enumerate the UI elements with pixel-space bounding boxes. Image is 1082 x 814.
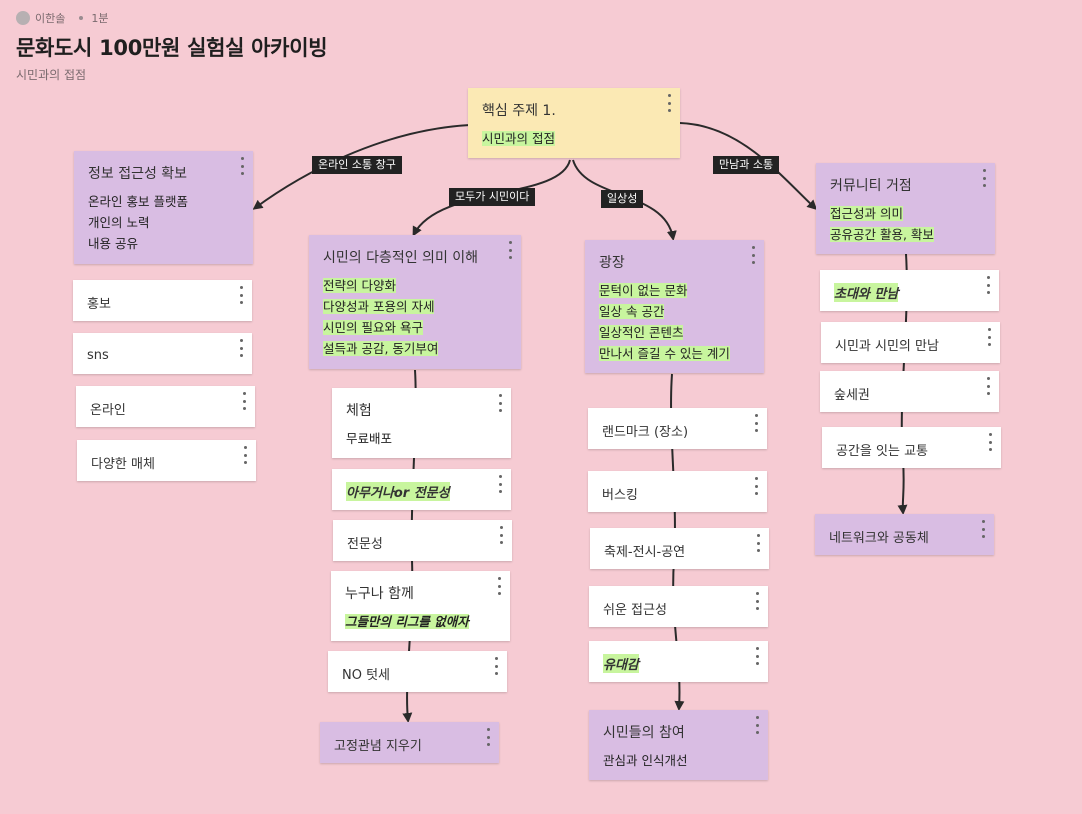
more-menu-icon[interactable] [979, 169, 989, 187]
card-plaza[interactable]: 광장 문턱이 없는 문화 일상 속 공간 일상적인 콘텐츠 만나서 즐길 수 있… [585, 240, 764, 373]
more-menu-icon[interactable] [483, 728, 493, 746]
card-community-hub[interactable]: 커뮤니티 거점 접근성과 의미 공유공간 활용, 확보 [816, 163, 995, 254]
card-title: 공간을 잇는 교통 [836, 439, 973, 460]
card-item: 문턱이 없는 문화 [599, 283, 687, 298]
more-menu-icon[interactable] [664, 94, 674, 112]
card-title: 온라인 [90, 398, 227, 419]
edge-label-meeting: 만남과 소통 [713, 156, 779, 174]
card-network[interactable]: 네트워크와 공동체 [815, 514, 994, 555]
card-title: 전문성 [347, 532, 484, 553]
card-info-access[interactable]: 정보 접근성 확보 온라인 홍보 플랫폼 개인의 노력 내용 공유 [74, 151, 253, 264]
card-title: 시민들의 참여 [603, 722, 740, 742]
card-item: 만나서 즐길 수 있는 계기 [599, 346, 730, 361]
edge-label-daily: 일상성 [601, 190, 643, 208]
card-title: 숲세권 [834, 383, 971, 404]
card-title: 홍보 [87, 292, 224, 313]
more-menu-icon[interactable] [494, 577, 504, 595]
card-diverse-meaning[interactable]: 시민의 다층적인 의미 이해 전략의 다양화 다양성과 포용의 자세 시민의 필… [309, 235, 521, 369]
card-title: sns [87, 345, 224, 366]
card-title: 체험 [346, 400, 483, 420]
card-title: 다양한 매체 [91, 452, 228, 473]
card-title: 초대와 만남 [834, 283, 898, 302]
card-item: 일상 속 공간 [599, 304, 664, 319]
card-online[interactable]: 온라인 [76, 386, 255, 427]
card-together[interactable]: 누구나 함께 그들만의 리그를 없애자 [331, 571, 510, 641]
card-title: 유대감 [603, 654, 639, 673]
card-title: 핵심 주제 1. [482, 100, 652, 120]
card-item: 시민의 필요와 욕구 [323, 320, 423, 335]
card-transport[interactable]: 공간을 잇는 교통 [822, 427, 1001, 468]
card-item: 관심과 인식개선 [603, 750, 740, 771]
card-title: 광장 [599, 252, 736, 272]
card-experience[interactable]: 체험 무료배포 [332, 388, 511, 458]
card-title: 정보 접근성 확보 [88, 163, 225, 183]
card-promo[interactable]: 홍보 [73, 280, 252, 321]
more-menu-icon[interactable] [239, 392, 249, 410]
card-core-topic[interactable]: 핵심 주제 1. 시민과의 접점 [468, 88, 680, 158]
more-menu-icon[interactable] [978, 520, 988, 538]
card-busking[interactable]: 버스킹 [588, 471, 767, 512]
more-menu-icon[interactable] [751, 477, 761, 495]
card-title: 고정관념 지우기 [334, 734, 471, 755]
edge-label-everyone: 모두가 시민이다 [449, 188, 535, 206]
more-menu-icon[interactable] [983, 276, 993, 294]
more-menu-icon[interactable] [237, 157, 247, 175]
card-item: 시민과의 접점 [482, 131, 555, 146]
card-item: 그들만의 리그를 없애자 [345, 614, 469, 629]
card-participation[interactable]: 시민들의 참여 관심과 인식개선 [589, 710, 768, 780]
card-title: 누구나 함께 [345, 583, 482, 603]
card-title: 랜드마크 (장소) [602, 420, 739, 441]
more-menu-icon[interactable] [491, 657, 501, 675]
card-item: 개인의 노력 [88, 212, 225, 233]
card-citizen-meet[interactable]: 시민과 시민의 만남 [821, 322, 1000, 363]
card-title: NO 텃세 [342, 663, 479, 684]
card-title: 시민의 다층적인 의미 이해 [323, 247, 493, 267]
more-menu-icon[interactable] [752, 716, 762, 734]
more-menu-icon[interactable] [236, 286, 246, 304]
more-menu-icon[interactable] [985, 433, 995, 451]
card-title: 쉬운 접근성 [603, 598, 740, 619]
card-anyone-expert[interactable]: 아무거나or 전문성 [332, 469, 511, 510]
card-landmark[interactable]: 랜드마크 (장소) [588, 408, 767, 449]
card-item: 설득과 공감, 동기부여 [323, 341, 438, 356]
card-item: 일상적인 콘텐츠 [599, 325, 683, 340]
card-item: 접근성과 의미 [830, 206, 903, 221]
card-title: 축제-전시-공연 [604, 540, 741, 561]
card-title: 커뮤니티 거점 [830, 175, 967, 195]
more-menu-icon[interactable] [505, 241, 515, 259]
card-item: 다양성과 포용의 자세 [323, 299, 434, 314]
card-item: 전략의 다양화 [323, 278, 396, 293]
card-title: 시민과 시민의 만남 [835, 334, 972, 355]
card-title: 네트워크와 공동체 [829, 526, 966, 547]
card-forest-area[interactable]: 숲세권 [820, 371, 999, 412]
more-menu-icon[interactable] [752, 592, 762, 610]
card-invite[interactable]: 초대와 만남 [820, 270, 999, 311]
more-menu-icon[interactable] [496, 526, 506, 544]
card-item: 무료배포 [346, 428, 483, 449]
more-menu-icon[interactable] [495, 394, 505, 412]
more-menu-icon[interactable] [495, 475, 505, 493]
card-item: 온라인 홍보 플랫폼 [88, 191, 225, 212]
more-menu-icon[interactable] [752, 647, 762, 665]
card-solidarity[interactable]: 유대감 [589, 641, 768, 682]
card-item: 내용 공유 [88, 233, 225, 254]
more-menu-icon[interactable] [984, 328, 994, 346]
more-menu-icon[interactable] [748, 246, 758, 264]
more-menu-icon[interactable] [751, 414, 761, 432]
more-menu-icon[interactable] [753, 534, 763, 552]
card-festival[interactable]: 축제-전시-공연 [590, 528, 769, 569]
card-item: 공유공간 활용, 확보 [830, 227, 934, 242]
more-menu-icon[interactable] [983, 377, 993, 395]
more-menu-icon[interactable] [240, 446, 250, 464]
card-sns[interactable]: sns [73, 333, 252, 374]
card-easy-access[interactable]: 쉬운 접근성 [589, 586, 768, 627]
more-menu-icon[interactable] [236, 339, 246, 357]
card-title: 버스킹 [602, 483, 739, 504]
card-expertise[interactable]: 전문성 [333, 520, 512, 561]
card-stereotype[interactable]: 고정관념 지우기 [320, 722, 499, 763]
card-title: 아무거나or 전문성 [346, 482, 450, 501]
card-various-media[interactable]: 다양한 매체 [77, 440, 256, 481]
card-no-tax[interactable]: NO 텃세 [328, 651, 507, 692]
edge-label-online: 온라인 소통 창구 [312, 156, 402, 174]
